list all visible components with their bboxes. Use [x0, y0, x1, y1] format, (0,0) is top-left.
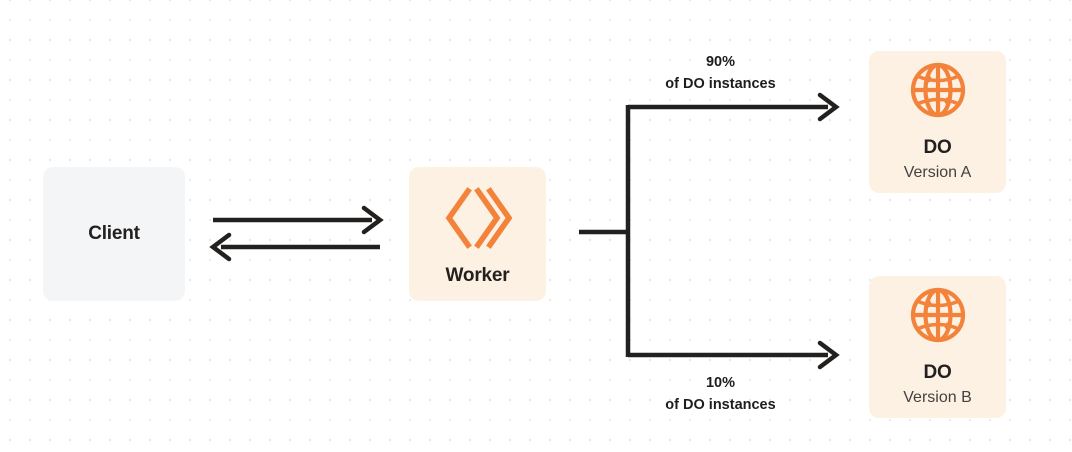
- durable-object-globe-icon: [909, 61, 967, 119]
- edge-label-do-b-text: of DO instances: [665, 396, 776, 413]
- node-do-version-a: DO Version A: [869, 51, 1006, 193]
- durable-object-globe-icon: [909, 286, 967, 344]
- edge-worker-to-do-b: [628, 340, 840, 370]
- edge-worker-to-client: [209, 232, 380, 262]
- node-do-version-a-sublabel: Version A: [903, 163, 972, 181]
- edge-worker-to-do-a: [628, 92, 840, 122]
- cloudflare-workers-icon: [444, 187, 512, 249]
- edge-client-to-worker: [213, 205, 384, 235]
- node-do-version-b: DO Version B: [869, 276, 1006, 418]
- node-do-version-b-label: DO: [923, 362, 952, 384]
- edge-worker-split-bus: [579, 105, 631, 357]
- node-worker-label: Worker: [445, 265, 510, 286]
- node-client: Client: [43, 167, 185, 301]
- edge-label-do-b: 10% of DO instances: [593, 373, 848, 417]
- node-client-label: Client: [88, 222, 140, 244]
- node-do-version-a-label: DO: [923, 137, 952, 159]
- edge-label-do-b-percent: 10%: [705, 375, 736, 391]
- node-worker: Worker: [409, 167, 546, 301]
- edge-label-do-a-text: of DO instances: [665, 75, 776, 92]
- edge-label-do-a: 90% of DO instances: [593, 52, 848, 96]
- edge-label-do-a-percent: 90%: [705, 54, 736, 70]
- node-do-version-b-sublabel: Version B: [903, 388, 972, 406]
